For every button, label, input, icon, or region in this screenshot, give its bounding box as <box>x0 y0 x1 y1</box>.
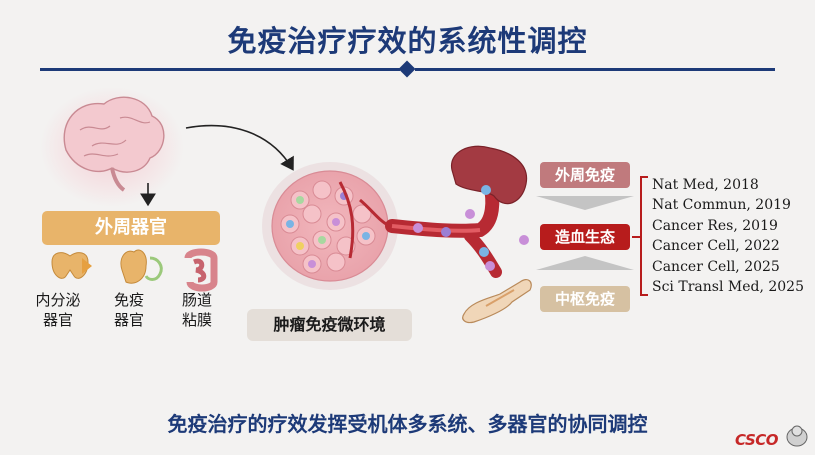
organ-label-gut: 肠道 粘膜 <box>172 290 222 330</box>
reference-item: Cancer Cell, 2025 <box>652 258 780 275</box>
hematopoietic-ecology-tag: 造血生态 <box>540 224 630 250</box>
reference-item: Nat Med, 2018 <box>652 177 759 193</box>
chevron-down-icon <box>536 196 634 210</box>
organ-label-line: 内分泌 <box>35 291 81 309</box>
arrow-brain-to-tumor <box>185 124 294 171</box>
organ-label-line: 免疫 <box>113 291 144 309</box>
reference-item: Nat Commun, 2019 <box>652 197 791 214</box>
organ-label-line: 器官 <box>42 311 73 329</box>
bone-marrow-icon <box>462 278 532 324</box>
central-immunity-tag: 中枢免疫 <box>540 286 630 312</box>
organ-label-line: 粘膜 <box>181 311 212 329</box>
lymph-organ-icon <box>120 249 163 284</box>
blood-vessel-icon <box>385 177 529 278</box>
title-rule-right <box>415 68 775 71</box>
peripheral-immunity-tag: 外周免疫 <box>540 162 630 188</box>
slide-title: 免疫治疗疗效的系统性调控 <box>227 24 588 58</box>
csco-logo: CSCO <box>735 431 779 449</box>
spleen-icon <box>451 145 528 205</box>
tumor-microenvironment-icon <box>262 162 398 290</box>
organ-label-immune: 免疫 器官 <box>104 290 154 330</box>
reference-item: Sci Transl Med, 2025 <box>652 279 804 296</box>
peripheral-organs-header: 外周器官 <box>42 211 220 245</box>
brain-icon <box>40 87 184 207</box>
organ-label-line: 肠道 <box>181 291 212 309</box>
references-bracket <box>640 176 648 296</box>
footer-statement: 免疫治疗的疗效发挥受机体多系统、多器官的协同调控 <box>167 412 648 436</box>
organ-label-line: 器官 <box>113 311 144 329</box>
bracket-connector <box>632 236 641 238</box>
reference-item: Cancer Cell, 2022 <box>652 238 780 255</box>
references-list: Nat Med, 2018 Nat Commun, 2019 Cancer Re… <box>652 175 804 297</box>
title-rule-left <box>40 68 400 71</box>
csco-emblem-icon <box>786 425 808 447</box>
organ-label-endocrine: 内分泌 器官 <box>28 290 88 330</box>
reference-item: Cancer Res, 2019 <box>652 217 778 234</box>
tumor-microenvironment-label: 肿瘤免疫微环境 <box>247 309 412 341</box>
intestine-icon <box>184 248 218 292</box>
chevron-up-icon <box>536 256 634 270</box>
thyroid-icon <box>51 252 92 279</box>
